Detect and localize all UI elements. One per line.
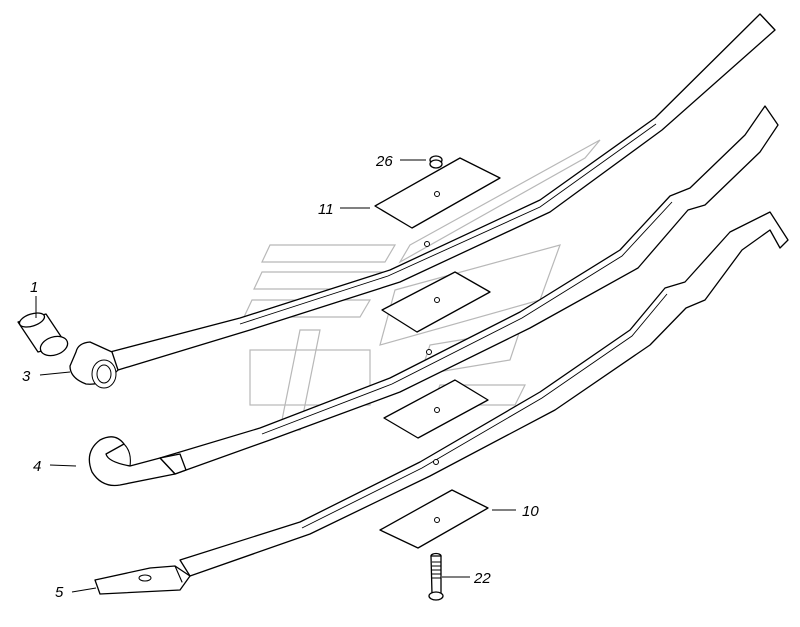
third-leaf xyxy=(179,211,789,577)
third-leaf-body xyxy=(179,211,789,577)
callout-22: 22 xyxy=(473,570,491,587)
second-leaf-body xyxy=(159,105,779,475)
callout-26: 26 xyxy=(375,153,393,170)
callout-1: 1 xyxy=(30,279,38,296)
bottom-plate xyxy=(379,489,489,549)
second-leaf xyxy=(88,105,779,487)
spacer-plate-lower xyxy=(383,379,489,439)
center-bolt-hole-1 xyxy=(424,241,430,247)
center-bolt xyxy=(428,552,444,601)
top-main-leaf xyxy=(69,13,776,389)
bushing xyxy=(17,312,69,357)
nut xyxy=(429,155,443,169)
spacer-plate-middle xyxy=(381,271,491,333)
callout-11: 11 xyxy=(318,201,334,218)
callout-10: 10 xyxy=(522,503,539,520)
callout-5: 5 xyxy=(55,584,64,601)
callout-3: 3 xyxy=(22,368,31,385)
spacer-plate-top xyxy=(374,157,501,229)
callout-4: 4 xyxy=(33,458,41,475)
bottom-leaf xyxy=(94,565,191,595)
second-leaf-hook xyxy=(88,436,176,487)
